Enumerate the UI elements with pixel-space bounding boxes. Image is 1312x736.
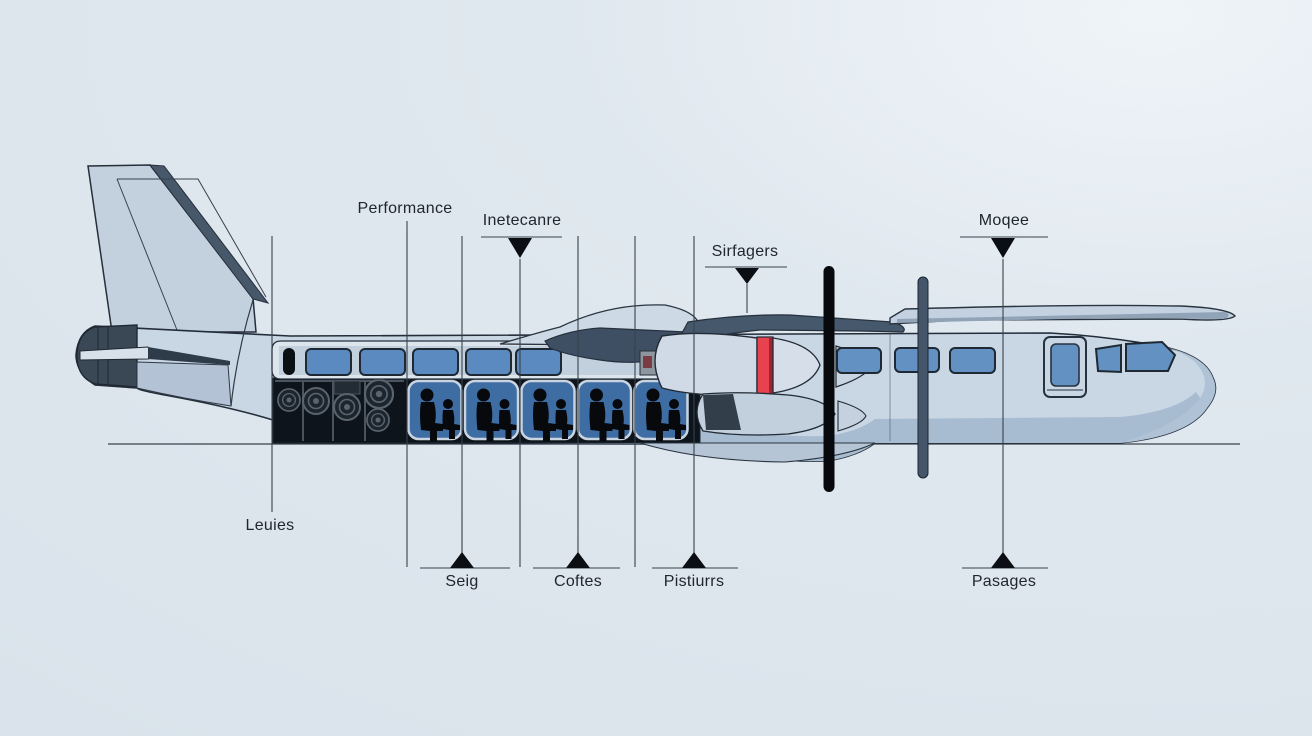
passenger-cabin [407, 379, 689, 441]
cabin-window [836, 347, 882, 374]
spinner-lower [837, 400, 867, 432]
arrow-down-inetecanre [508, 238, 532, 258]
cabin-door [1043, 336, 1087, 398]
callout-arrows [450, 238, 1015, 568]
cabin-window [359, 348, 406, 376]
cabin-window [412, 348, 459, 376]
arrow-up-seig [450, 552, 474, 568]
arrow-up-pasages [991, 552, 1015, 568]
callout-lines [271, 221, 1048, 569]
cabin-cell [463, 379, 520, 441]
label-inetecanre: Inetecanre [482, 212, 562, 229]
label-leuies: Leuies [245, 517, 295, 534]
cabin-window [465, 348, 512, 376]
label-moqee: Moqee [978, 212, 1030, 229]
cargo-drum [302, 387, 330, 415]
cabin-window [894, 347, 940, 373]
cargo-drum [366, 408, 390, 432]
engine-nacelle-lower [696, 392, 867, 436]
cabin-cell [407, 379, 463, 441]
exit-slot [283, 348, 295, 375]
arrow-down-moqee [991, 238, 1015, 258]
cabin-window [949, 347, 996, 374]
cabin-cell [576, 379, 633, 441]
engine-nacelle-upper [654, 332, 872, 396]
wing-far [889, 304, 1236, 325]
propeller-blade-front [823, 266, 835, 492]
tail-cone [76, 299, 254, 407]
tail-fin [87, 164, 270, 333]
label-performance: Performance [357, 200, 453, 217]
cabin-cell [520, 379, 576, 441]
cargo-drum [333, 393, 361, 421]
nose-shading [1120, 346, 1216, 443]
arrow-up-pistiurrs [682, 552, 706, 568]
label-coftes: Coftes [553, 573, 603, 590]
cargo-drum [363, 378, 395, 410]
arrow-down-sirfagers [735, 268, 759, 284]
label-sirfagers: Sirfagers [711, 243, 779, 260]
propeller-blade-rear [917, 276, 929, 479]
label-pistiurrs: Pistiurrs [663, 573, 725, 590]
belly-fairing [639, 442, 876, 463]
window-row-right [836, 347, 996, 374]
cockpit-windshield [1094, 340, 1177, 374]
cabin-window [305, 348, 352, 376]
cargo-drum [277, 388, 301, 412]
cargo-crate [333, 380, 361, 395]
arrow-up-coftes [566, 552, 590, 568]
label-pasages: Pasages [971, 573, 1037, 590]
cabin-window [515, 348, 562, 376]
label-seig: Seig [445, 573, 479, 590]
cargo-hold [275, 378, 404, 441]
